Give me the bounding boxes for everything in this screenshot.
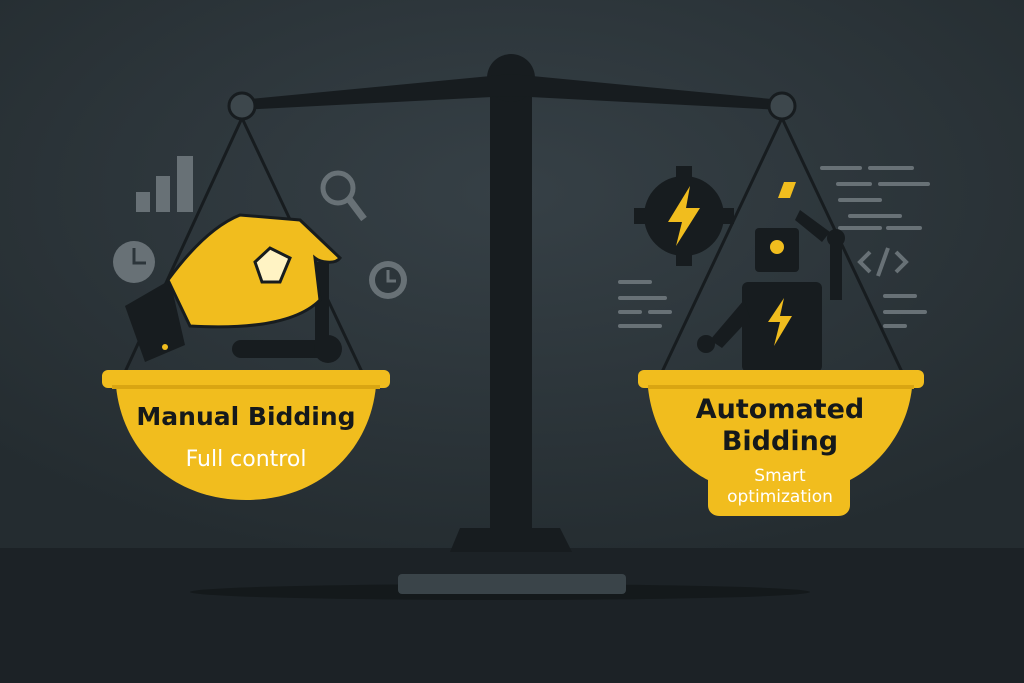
automated-bidding-subtitle-line2: optimization: [727, 487, 833, 507]
clock-icon: [113, 241, 155, 283]
gear-bolt-icon: [634, 166, 734, 266]
code-lines-icon: [618, 166, 930, 328]
stopwatch-icon: [369, 261, 407, 299]
automated-bidding-subtitle: Smart optimization: [690, 466, 870, 508]
code-brackets-icon: [857, 247, 909, 277]
automated-bidding-subtitle-line1: Smart: [754, 466, 806, 486]
hand-holding-wrench-icon: [125, 213, 342, 363]
manual-bidding-title: Manual Bidding: [136, 402, 356, 431]
left-pan: [102, 370, 390, 500]
scale-stand: [227, 54, 797, 594]
bar-chart-icon: [136, 156, 193, 212]
magnifier-icon: [320, 170, 367, 222]
automated-bidding-title-line2: Bidding: [721, 426, 839, 457]
automated-bidding-title: Automated Bidding: [648, 394, 912, 458]
automated-bidding-title-line1: Automated: [695, 394, 865, 425]
manual-bidding-subtitle: Full control: [185, 447, 307, 472]
floor: [0, 548, 1024, 683]
right-pan: [638, 370, 924, 516]
robot-icon: [697, 182, 845, 372]
